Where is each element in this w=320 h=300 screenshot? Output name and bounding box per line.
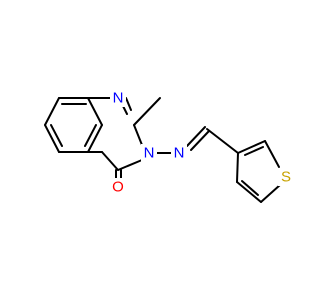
bond-th-4 — [236, 181, 262, 203]
bond-benz-6 — [44, 97, 60, 126]
atom-n-imine-label: N — [174, 145, 185, 162]
bond-c2-me — [133, 97, 161, 126]
bond-th-inner-1 — [244, 146, 264, 156]
bond-benz-5 — [44, 124, 60, 153]
atom-o-label: O — [112, 179, 124, 196]
label-mask-s — [278, 168, 294, 186]
atom-n1-label: N — [113, 90, 124, 107]
label-mask-n1 — [110, 89, 126, 107]
bond-nimine-ch-b — [190, 130, 210, 151]
bond-ch-c3 — [206, 128, 239, 154]
bond-benz-2 — [87, 97, 103, 126]
bond-benz-inner-2 — [84, 124, 97, 147]
bond-n1-c2-a — [125, 97, 132, 111]
molecule-canvas: N N N O S — [44, 89, 294, 203]
structure-diagram: N N N O S — [44, 89, 294, 203]
label-mask-n3 — [141, 144, 157, 162]
bond-benz-3 — [87, 124, 103, 153]
bond-n3-c4 — [117, 159, 143, 171]
atom-s-label: S — [281, 169, 291, 186]
bond-nimine-ch-a — [186, 126, 206, 147]
bond-th-2 — [264, 140, 280, 168]
label-mask-n-imine — [171, 144, 187, 162]
bond-c2-n3 — [133, 124, 143, 146]
bond-th-inner-2 — [241, 180, 259, 196]
bond-c4-c4a — [101, 151, 119, 171]
bond-th-1 — [237, 140, 266, 154]
bond-th-5 — [236, 152, 239, 183]
atom-n3-label: N — [144, 145, 155, 162]
bonds-layer — [44, 97, 281, 203]
bond-th-3 — [260, 184, 281, 203]
label-mask-o — [110, 178, 127, 196]
bond-benz-inner-3 — [50, 124, 63, 147]
atom-labels-layer: N N N O S — [110, 89, 294, 196]
